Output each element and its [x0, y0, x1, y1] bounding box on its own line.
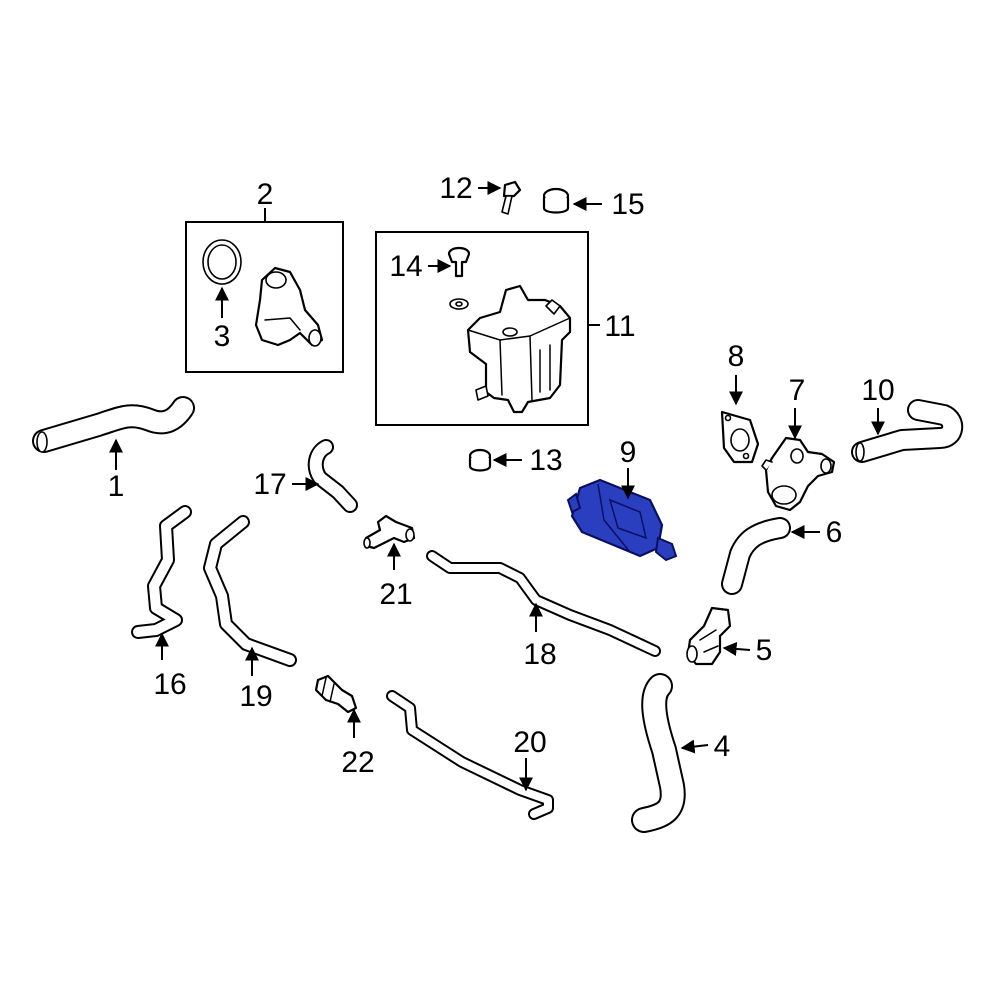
part-21-connector[interactable]: [363, 514, 416, 550]
callout-16[interactable]: 16: [153, 668, 186, 701]
callout-8[interactable]: 8: [728, 340, 745, 373]
callout-12[interactable]: 12: [439, 172, 472, 205]
part-12-bolt[interactable]: [501, 180, 522, 215]
part-6-hose[interactable]: [721, 517, 791, 595]
part-5-fitting[interactable]: [686, 606, 732, 666]
part-13-grommet[interactable]: [468, 448, 492, 472]
part-17-hose[interactable]: [307, 439, 358, 513]
part-10-hose[interactable]: [851, 399, 964, 463]
part-18-tube[interactable]: [426, 550, 661, 657]
callout-5[interactable]: 5: [756, 634, 773, 667]
callout-10[interactable]: 10: [861, 374, 894, 407]
part-8-gasket[interactable]: [720, 410, 760, 464]
callout-9[interactable]: 9: [620, 436, 637, 469]
part-7-water-inlet[interactable]: [761, 436, 836, 512]
callout-15[interactable]: 15: [611, 188, 644, 221]
callout-20[interactable]: 20: [513, 726, 546, 759]
callout-2[interactable]: 2: [257, 178, 274, 211]
callout-6[interactable]: 6: [826, 516, 843, 549]
callout-19[interactable]: 19: [239, 680, 272, 713]
callout-3[interactable]: 3: [214, 320, 231, 353]
callout-11[interactable]: 11: [604, 310, 635, 343]
part-15-grommet[interactable]: [542, 187, 570, 214]
part-16-hose[interactable]: [131, 505, 192, 639]
part-22-valve[interactable]: [314, 674, 358, 714]
callout-17[interactable]: 17: [253, 468, 286, 501]
part-4-hose[interactable]: [631, 673, 686, 833]
callout-21[interactable]: 21: [379, 578, 412, 611]
leader-lines: [109, 181, 885, 792]
callout-22[interactable]: 22: [341, 746, 374, 779]
callout-18[interactable]: 18: [523, 638, 556, 671]
part-19-hose[interactable]: [203, 515, 297, 667]
part-3-gasket[interactable]: [202, 239, 242, 285]
part-9-highlighted[interactable]: [566, 478, 678, 562]
callout-labels: 1 2 3 4 5 6 7 8 9 10 11 12 13 14 15 16 1…: [108, 172, 895, 779]
callout-14[interactable]: 14: [389, 250, 422, 283]
callout-7[interactable]: 7: [789, 374, 806, 407]
part-group-box-11: [375, 231, 589, 426]
part-14-cap[interactable]: [447, 246, 471, 310]
callout-13[interactable]: 13: [529, 444, 562, 477]
callout-1[interactable]: 1: [108, 470, 125, 503]
callout-4[interactable]: 4: [714, 730, 731, 763]
part-1-hose[interactable]: [32, 396, 195, 453]
part-20-tube[interactable]: [386, 690, 554, 820]
part-11-reservoir[interactable]: [466, 284, 572, 414]
part-2-water-outlet[interactable]: [254, 266, 324, 347]
